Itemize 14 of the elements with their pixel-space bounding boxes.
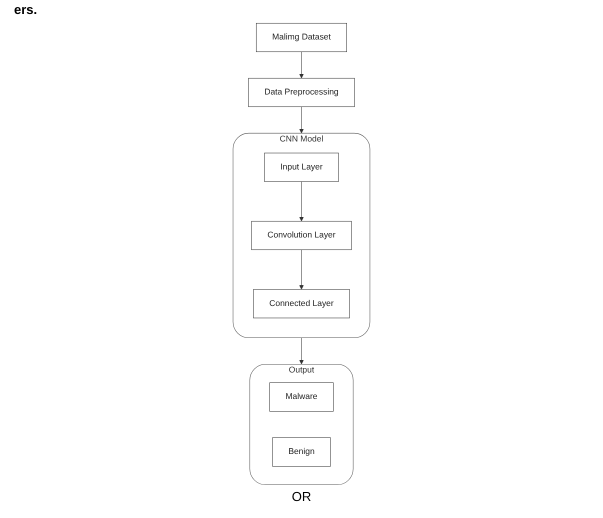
node-box: Malimg Dataset	[256, 22, 347, 52]
arrow	[299, 250, 304, 290]
arrow	[299, 338, 304, 364]
arrow	[299, 52, 304, 78]
note-text: OR	[292, 489, 312, 504]
arrow	[299, 181, 304, 222]
node-box: Benign	[272, 437, 331, 467]
node-box: Input Layer	[264, 152, 339, 182]
node-box: Connected Layer	[253, 289, 350, 318]
node-box: Convolution Layer	[251, 220, 352, 250]
node-box: Data Preprocessing	[248, 78, 355, 108]
arrow	[299, 106, 304, 134]
node-box: Malware	[269, 382, 334, 412]
note-text: ers.	[14, 2, 38, 17]
